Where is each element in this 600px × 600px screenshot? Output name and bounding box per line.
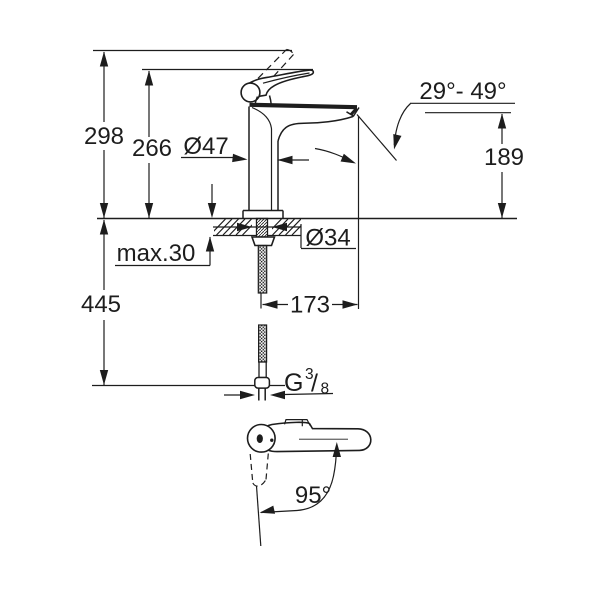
hose-fitting (258, 361, 267, 379)
flex-hose-upper (257, 244, 268, 294)
dim-diameter-34: Ø34 (213, 222, 356, 252)
dim-173: 173 (262, 292, 358, 319)
dim-thread-g38: G 3 / 8 (224, 366, 334, 400)
lever-raised-dashed (249, 48, 295, 94)
dim-173-label: 173 (290, 292, 330, 319)
dim-266: 266 (132, 70, 172, 218)
dim-298-label: 298 (84, 123, 124, 150)
handle-angle-label: 95° (295, 482, 331, 509)
detail-grip (261, 421, 372, 453)
dim-34-label: Ø34 (305, 225, 350, 252)
aerator (349, 107, 358, 116)
dim-266-label: 266 (132, 135, 172, 162)
faucet-outline (240, 48, 360, 218)
mounting-nut (250, 236, 276, 247)
dim-189-label: 189 (484, 144, 524, 171)
dim-max30: max.30 (115, 184, 217, 267)
dim-spout-angle: 29°- 49° (356, 78, 507, 309)
spout-angle-label: 29°- 49° (419, 78, 506, 105)
lever-knuckle (240, 82, 261, 103)
dim-445-label: 445 (81, 291, 121, 318)
spout-top-edge (249, 102, 358, 110)
hose-nut (254, 376, 271, 389)
thread-numerator: 3 (305, 366, 314, 383)
handle-detail: 95° (246, 419, 372, 547)
screw-hole (256, 434, 263, 443)
dim-189: 189 (484, 113, 524, 218)
dim-298: 298 (84, 51, 124, 218)
reference-lines (92, 49, 517, 387)
dim-47-label: Ø47 (183, 133, 228, 160)
dim-445: 445 (81, 219, 121, 385)
thread-denominator: 8 (321, 381, 330, 398)
flex-hose-lower (258, 324, 268, 363)
dim-diameter-47: Ø47 (181, 133, 358, 168)
threaded-shank (255, 217, 269, 238)
detail-handle-down-dashed (249, 453, 269, 487)
thread-slash: / (311, 370, 318, 398)
max30-label: max.30 (117, 240, 196, 267)
thread-g: G (284, 369, 303, 397)
